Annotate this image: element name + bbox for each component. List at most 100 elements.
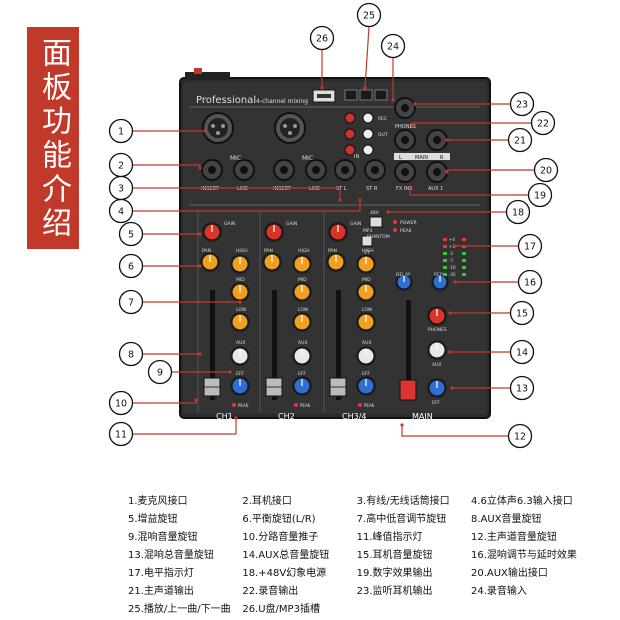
pan-knob-1[interactable]	[200, 252, 220, 272]
channel-label-3: CH3/4	[342, 412, 366, 421]
callout-15: 15	[448, 300, 535, 326]
delay-label: DELAY	[396, 272, 411, 278]
legend-item: 12.主声道音量旋钮	[470, 531, 557, 543]
peak-led-1	[232, 403, 236, 407]
meter-label: -2	[449, 251, 453, 256]
rep-knob[interactable]	[431, 273, 449, 291]
mid-label-1: MID	[236, 277, 245, 283]
rec-label: REC	[378, 116, 387, 122]
callout-5: 5	[118, 221, 202, 247]
main-l-jack[interactable]	[394, 129, 416, 151]
legend-item: 23.监听耳机输出	[356, 585, 433, 597]
phones-volume-knob[interactable]	[427, 306, 447, 326]
meter-led-right	[462, 238, 466, 241]
pan-knob-2[interactable]	[262, 252, 282, 272]
gain-knob-3[interactable]	[328, 222, 348, 242]
low-label-1: LOW	[236, 307, 247, 313]
channel-label-2: CH2	[278, 412, 295, 421]
legend-item: 5.增益旋钮	[128, 513, 178, 525]
st-r-jack[interactable]	[364, 159, 386, 181]
eff-master-knob[interactable]	[427, 378, 447, 398]
pan-knob-3[interactable]	[326, 252, 346, 272]
low-knob-3[interactable]	[356, 312, 376, 332]
phantom-label: PHANTOM	[367, 234, 390, 240]
line-jack-ch2[interactable]	[305, 159, 327, 181]
callout-number: 23	[516, 100, 528, 111]
callout-number: 4	[118, 207, 124, 218]
aux-knob-1[interactable]	[230, 346, 250, 366]
fader-1[interactable]	[203, 377, 221, 397]
xlr-jack-ch1[interactable]	[202, 112, 234, 144]
mid-knob-3[interactable]	[356, 282, 376, 302]
mid-knob-2[interactable]	[292, 282, 312, 302]
gain-knob-2[interactable]	[264, 222, 284, 242]
page-title-banner: 面板功能介绍	[27, 27, 79, 249]
fx-ins-jack[interactable]	[394, 161, 416, 183]
fader-2[interactable]	[265, 377, 283, 397]
transport-buttons[interactable]	[344, 89, 388, 101]
gain-label-1: GAIN	[224, 221, 235, 227]
aux-knob-3[interactable]	[356, 346, 376, 366]
power-label: POWER	[400, 220, 417, 226]
low-label-2: LOW	[298, 307, 309, 313]
main-label: MAIN	[412, 412, 433, 421]
callout-number: 25	[363, 11, 375, 22]
fader-3[interactable]	[329, 377, 347, 397]
phones-jack[interactable]	[394, 97, 416, 119]
high-knob-1[interactable]	[230, 254, 250, 274]
insert-jack-ch2[interactable]	[273, 159, 295, 181]
mp3-st-button[interactable]	[361, 235, 373, 247]
legend-item: 13.混响总音量旋钮	[128, 549, 214, 561]
legend-item: 20.AUX输出接口	[470, 567, 548, 579]
gain-label-3: GAIN	[350, 221, 361, 227]
in-label: IN	[354, 154, 359, 160]
aux-knob-2[interactable]	[292, 346, 312, 366]
eff-knob-3[interactable]	[356, 376, 376, 396]
legend-item: 19.数字效果输出	[356, 567, 433, 579]
phantom-button[interactable]	[369, 216, 383, 228]
meter-led-left	[443, 259, 447, 262]
line-jack-ch1[interactable]	[233, 159, 255, 181]
callout-1: 1	[108, 118, 207, 144]
mid-knob-1[interactable]	[230, 282, 250, 302]
meter-led-left	[443, 245, 447, 248]
callout-number: 3	[118, 184, 124, 195]
callout-number: 26	[316, 34, 328, 45]
channel-label-1: CH1	[216, 412, 233, 421]
phones-label-top: PHONES	[395, 124, 416, 130]
main-fader[interactable]	[399, 379, 417, 401]
aux-master-label: AUX	[432, 362, 441, 368]
aux-master-knob[interactable]	[427, 340, 447, 360]
insert-jack-ch1[interactable]	[201, 159, 223, 181]
st-l-jack[interactable]	[334, 159, 356, 181]
eff-knob-1[interactable]	[230, 376, 250, 396]
aux1-jack[interactable]	[426, 161, 448, 183]
legend-item: 22.录音输出	[242, 585, 299, 597]
rca-rec-out[interactable]	[344, 112, 374, 156]
legend-item: 18.+48V幻象电源	[242, 567, 327, 579]
callout-18: 18	[386, 199, 531, 225]
legend-item: 14.AUX总音量旋钮	[242, 549, 330, 561]
xlr-jack-ch2[interactable]	[274, 112, 306, 144]
meter-led-right	[462, 266, 466, 269]
callout-number: 13	[516, 384, 528, 395]
callout-14: 14	[448, 339, 535, 365]
callout-12: 12	[400, 423, 533, 449]
callout-number: 12	[514, 432, 526, 443]
high-knob-3[interactable]	[356, 254, 376, 274]
high-knob-2[interactable]	[292, 254, 312, 274]
st-l-label: ST L	[336, 186, 347, 192]
legend-item: 21.主声道输出	[128, 585, 194, 597]
delay-knob[interactable]	[395, 273, 413, 291]
callout-number: 18	[512, 208, 524, 219]
low-knob-1[interactable]	[230, 312, 250, 332]
gain-knob-1[interactable]	[202, 222, 222, 242]
eff-knob-2[interactable]	[292, 376, 312, 396]
main-r-jack[interactable]	[426, 129, 448, 151]
peak-led-label: PEAK	[400, 228, 413, 234]
low-knob-2[interactable]	[292, 312, 312, 332]
usb-slot[interactable]	[312, 89, 336, 103]
